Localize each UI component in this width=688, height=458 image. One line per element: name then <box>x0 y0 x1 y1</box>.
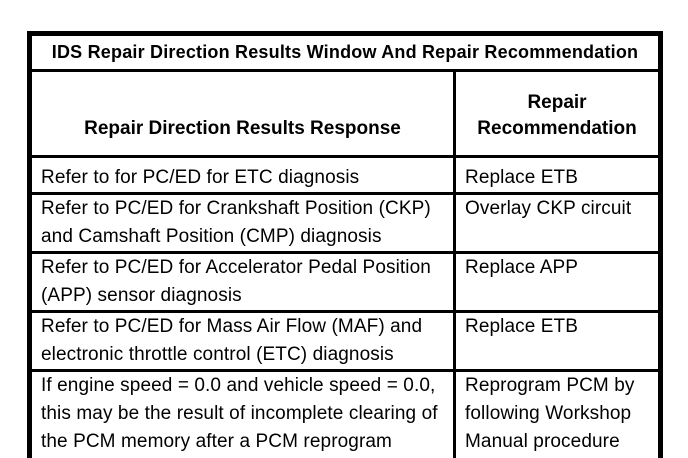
table-row: Refer to PC/ED for Mass Air Flow (MAF) a… <box>28 310 663 372</box>
recommendation-cell: Reprogram PCM by following Workshop Manu… <box>452 369 663 458</box>
table-row: If engine speed = 0.0 and vehicle speed … <box>28 369 663 458</box>
response-cell: Refer to PC/ED for Accelerator Pedal Pos… <box>28 251 456 313</box>
response-cell: If engine speed = 0.0 and vehicle speed … <box>28 369 456 458</box>
response-cell: Refer to PC/ED for Crankshaft Position (… <box>28 192 456 254</box>
title-row: IDS Repair Direction Results Window And … <box>27 32 663 72</box>
recommendation-cell: Overlay CKP circuit <box>452 192 663 254</box>
table-row: Refer to PC/ED for Accelerator Pedal Pos… <box>28 251 663 313</box>
column-header-recommendation: Repair Recommendation <box>452 69 663 158</box>
response-cell: Refer to PC/ED for Mass Air Flow (MAF) a… <box>28 310 456 372</box>
recommendation-cell: Replace ETB <box>452 310 663 372</box>
response-cell: Refer to for PC/ED for ETC diagnosis <box>28 155 456 195</box>
recommendation-cell: Replace ETB <box>452 155 663 195</box>
recommendation-cell: Replace APP <box>452 251 663 313</box>
column-header-row: Repair Direction Results Response Repair… <box>28 69 663 158</box>
table-title: IDS Repair Direction Results Window And … <box>27 32 663 72</box>
repair-results-table: IDS Repair Direction Results Window And … <box>27 31 664 458</box>
column-header-response: Repair Direction Results Response <box>28 69 456 158</box>
table-row: Refer to PC/ED for Crankshaft Position (… <box>28 192 663 254</box>
